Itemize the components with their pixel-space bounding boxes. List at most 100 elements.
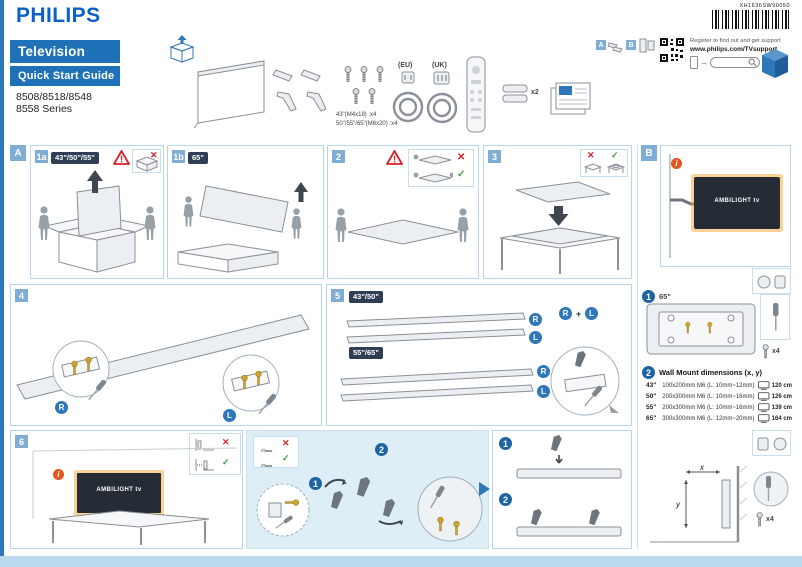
ambilight-screen-label: AMBILIGHT tv: [96, 487, 142, 493]
badge-b-top: B: [626, 40, 636, 50]
step-5-badge: 5: [331, 289, 344, 302]
step-3-badge: 3: [488, 150, 501, 163]
spacer-icons: [757, 437, 787, 451]
tv-icon: [758, 403, 770, 412]
panel-foot-assembly-parts: ✕ ✓ 1 2: [246, 430, 489, 549]
product-box-icon: [762, 49, 788, 78]
warranty-cards-illustration: [550, 82, 591, 115]
screwdriver-detail-illustration: [417, 476, 483, 542]
batteries-qty: x2: [531, 89, 539, 96]
assembly-step-1-badge: 1: [309, 477, 322, 490]
step-4-badge: 4: [15, 289, 28, 302]
left-leg-badge: L: [223, 409, 236, 422]
section-b-badge: B: [641, 145, 657, 161]
batteries-illustration: [502, 84, 528, 103]
step-5-sizes-small: 43"/50": [349, 291, 383, 303]
screwdriver-box: [760, 294, 790, 340]
stand-attachment-illustration: [16, 314, 310, 416]
left-bar-badge: L: [529, 331, 542, 344]
panel-step-5: 5 43"/50" 55"/65" R L R L R + L: [326, 284, 632, 426]
product-banner: Television: [10, 40, 120, 63]
wall-mount-table: 43" 100x200mm M6 (L: 10mm~12mm) 120 cm 5…: [646, 380, 792, 424]
assembly-step-2-badge: 2: [499, 493, 512, 506]
tv-icon: [758, 392, 770, 401]
panel-step-1b: 1b 65": [167, 145, 324, 279]
next-step-arrow: [479, 482, 490, 496]
step-1a-badge: 1a: [35, 150, 48, 163]
check-icon: ✓: [457, 169, 466, 180]
face-down-on-table-illustration: [499, 181, 621, 274]
cross-icon: ✕: [222, 437, 230, 447]
arrow-icon: →: [700, 58, 708, 67]
stand-bars-illustration: [340, 312, 620, 416]
panel-step-4: 4 R L: [10, 284, 322, 426]
row-distance: 164 cm: [771, 415, 792, 422]
row-distance: 120 cm: [771, 382, 792, 389]
philips-logo: PHILIPS: [16, 4, 101, 27]
row-spec: 200x300mm M6 (L: 10mm~16mm): [662, 404, 755, 411]
wall-step-1-badge: 1: [642, 290, 655, 303]
unbox-icon: [169, 35, 195, 63]
screws-illustration: [344, 66, 384, 104]
barcode: [712, 10, 790, 29]
row-distance: 139 cm: [771, 404, 792, 411]
right-bar-badge-large: R: [537, 365, 550, 378]
panel-foot-assembly-steps: 1 2: [492, 430, 632, 549]
uk-power-cable: [426, 71, 458, 124]
two-person-carry-illustration: [335, 208, 469, 245]
tv-icon: [758, 414, 770, 423]
svg-text:y: y: [675, 500, 681, 509]
check-icon: ✓: [222, 457, 230, 467]
screw-correct-box: ✕ ✓: [253, 436, 299, 468]
search-bar-illustration: [710, 57, 760, 68]
wall-distance-diagram: x y: [650, 463, 748, 543]
tv-icon: [758, 381, 770, 390]
carry-wrong-icon: [413, 154, 452, 165]
row-size: 65": [646, 415, 657, 422]
anchor-detail-illustration: [256, 483, 310, 537]
surface-warning-box: ✕ ✓: [580, 149, 628, 177]
carry-warning-box: ✕ ✓: [408, 149, 474, 187]
stand-legs-illustration: [272, 69, 327, 112]
left-bar-badge-large: L: [537, 385, 550, 398]
screw-icon: [762, 344, 769, 359]
right-bar-badge: R: [529, 313, 542, 326]
right-leg-badge: R: [55, 401, 68, 414]
cross-icon: ✕: [282, 438, 290, 448]
step-1b-badge: 1b: [172, 150, 185, 163]
row-size: 43": [646, 382, 657, 389]
badge-a-top: A: [596, 40, 606, 50]
model-numbers: 8508/8518/8548: [16, 91, 92, 103]
stand-option-icon: [608, 42, 623, 53]
qr-code: [658, 36, 686, 64]
tv-on-table-illustration: [32, 447, 238, 545]
warning-icon: !: [113, 150, 130, 165]
register-text-1: Register to find out and get support: [690, 38, 781, 44]
panel-wall-mount-b: i AMBILIGHT tv: [660, 145, 791, 267]
row-spec: 200x300mm M6 (L: 10mm~16mm): [662, 393, 755, 400]
screw-icon: [756, 512, 763, 527]
step-5-sizes-large: 55"/65": [349, 347, 383, 359]
panel-step-1a: 1a 43"/50"/55" ! ✕: [30, 145, 164, 279]
row-distance: 126 cm: [771, 393, 792, 400]
step-1b-size: 65": [188, 152, 208, 164]
panel-step-3: 3 ✕ ✓: [483, 145, 632, 279]
wallmount-option-icon: [639, 38, 655, 53]
column-divider: [637, 145, 638, 549]
ambilight-screen-label: AMBILIGHT tv: [714, 198, 760, 204]
tv-panel-illustration: [193, 60, 265, 129]
section-a-badge: A: [10, 145, 26, 161]
unboxing-illustration: [38, 170, 156, 273]
box-icon: [135, 156, 159, 172]
table-row: 55" 200x300mm M6 (L: 10mm~16mm) 139 cm: [646, 402, 792, 413]
step-6-badge: 6: [15, 435, 28, 448]
row-spec: 300x300mm M6 (L: 12mm~20mm): [662, 415, 755, 422]
row-size: 55": [646, 404, 657, 411]
cross-icon: ✕: [150, 150, 158, 160]
soft-surface-icon: [607, 163, 625, 173]
bottom-edge-stripe: [0, 556, 802, 567]
wall-step-1-qty: x4: [772, 348, 780, 355]
screwdriver-circle: [753, 471, 789, 507]
foot-install-illustration: [516, 435, 622, 537]
